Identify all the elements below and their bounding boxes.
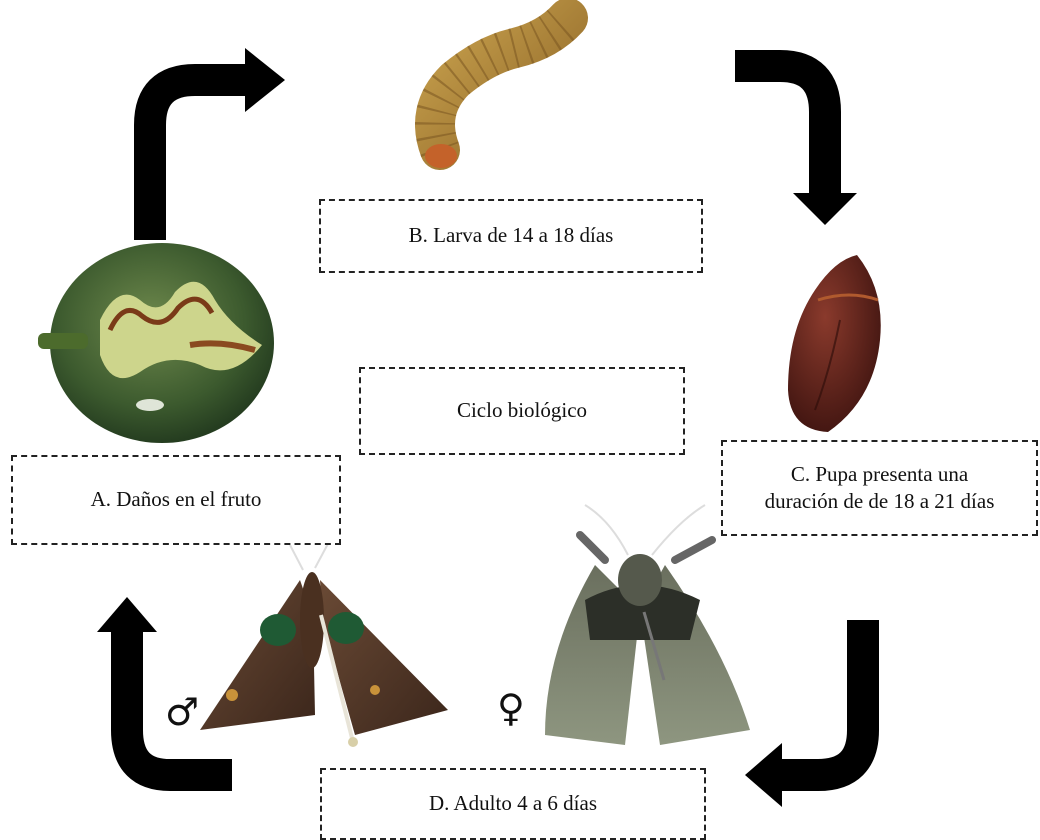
damaged-fruit-image — [38, 243, 274, 443]
stage-c-line1: C. Pupa presenta una — [791, 462, 968, 486]
stage-d-label: D. Adulto 4 a 6 días — [320, 768, 706, 840]
arrow-adult-to-fruit — [97, 597, 232, 775]
center-label: Ciclo biológico — [359, 367, 685, 455]
arrow-fruit-to-larva — [150, 48, 285, 240]
stage-b-text: B. Larva de 14 a 18 días — [409, 222, 614, 249]
stage-a-text: A. Daños en el fruto — [91, 486, 262, 513]
stage-d-text: D. Adulto 4 a 6 días — [429, 790, 597, 817]
male-symbol: ♂ — [165, 690, 199, 734]
arrow-larva-to-pupa — [735, 66, 857, 225]
center-label-text: Ciclo biológico — [457, 397, 587, 424]
stage-c-line2: duración de de 18 a 21 días — [765, 489, 995, 513]
female-adult-image — [545, 505, 750, 745]
male-adult-image — [200, 540, 448, 747]
larva-image — [425, 18, 568, 168]
stage-c-text: C. Pupa presenta una duración de de 18 a… — [765, 461, 995, 516]
stage-a-label: A. Daños en el fruto — [11, 455, 341, 545]
stage-c-label: C. Pupa presenta una duración de de 18 a… — [721, 440, 1038, 536]
arrow-pupa-to-adult — [745, 620, 863, 807]
stage-b-label: B. Larva de 14 a 18 días — [319, 199, 703, 273]
female-symbol: ♀ — [497, 686, 525, 730]
pupa-image — [788, 255, 881, 432]
